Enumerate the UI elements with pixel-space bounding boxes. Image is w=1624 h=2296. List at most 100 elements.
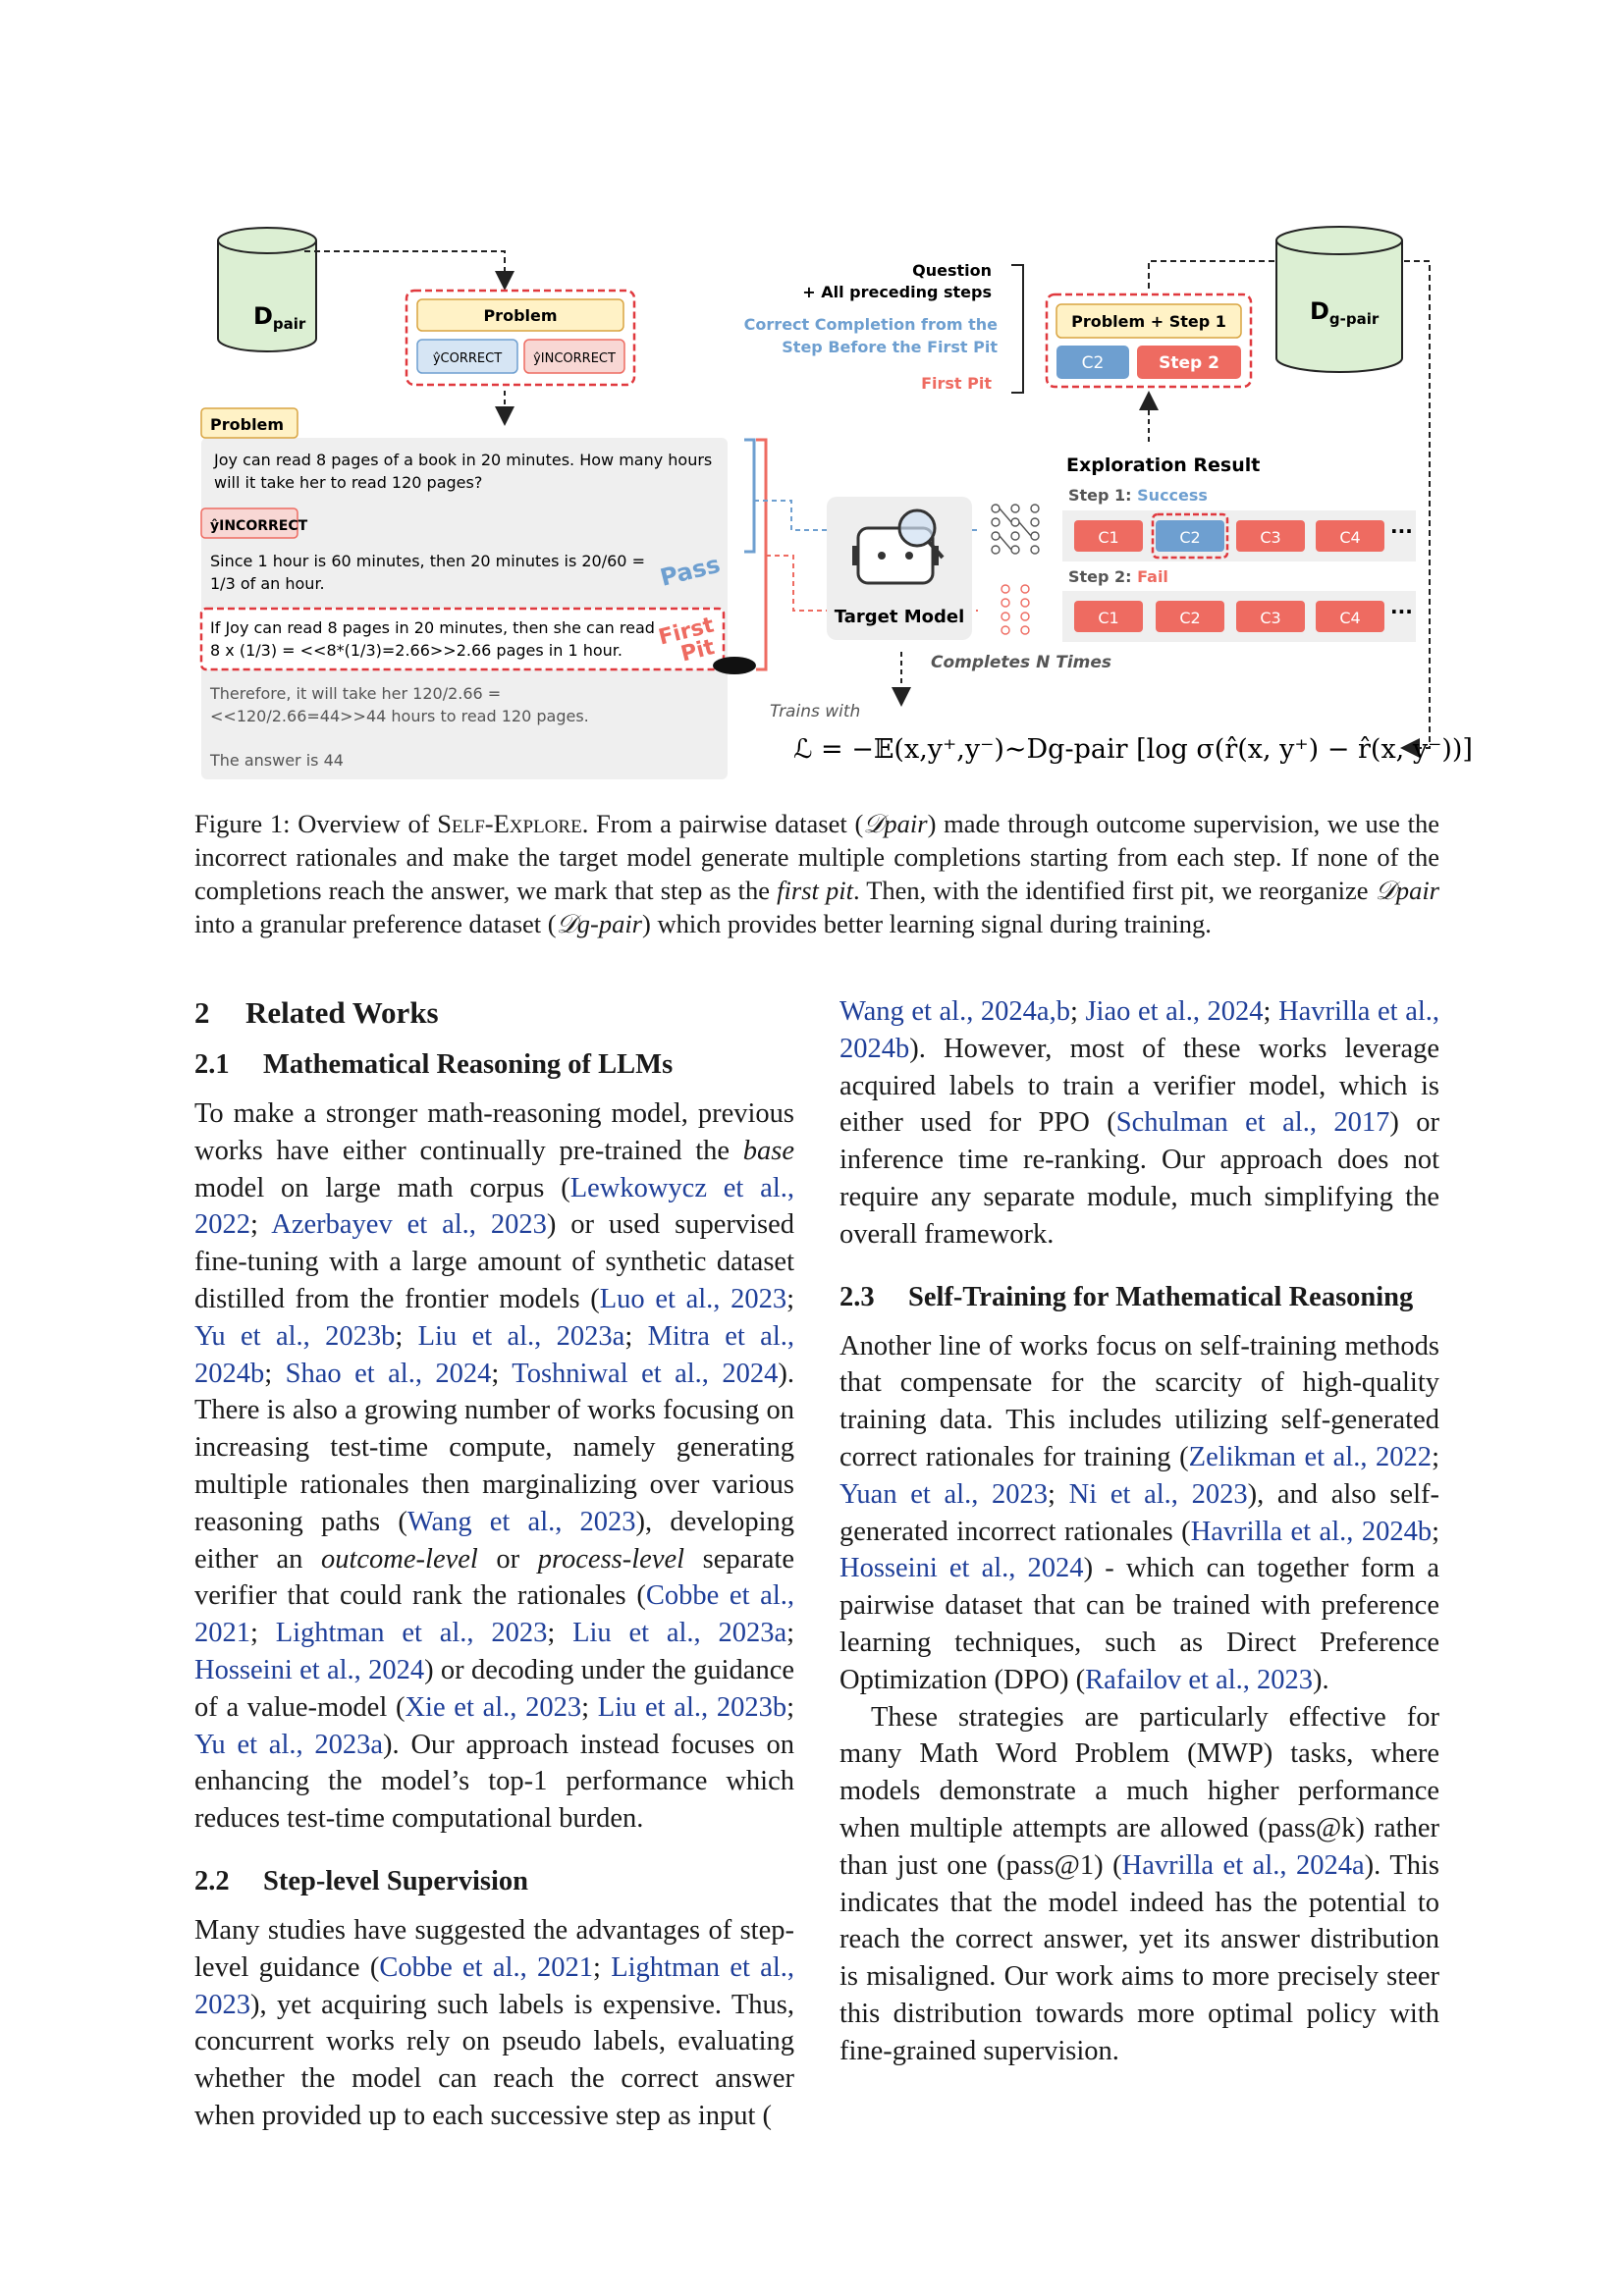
citation-link[interactable]: Cobbe et al., 2021 [379, 1951, 593, 1983]
citation-link[interactable]: Shao et al., 2024 [285, 1358, 492, 1389]
problem-step1-label: Problem + Step 1 [1071, 312, 1226, 331]
citation-link[interactable]: Zelikman et al., 2022 [1188, 1441, 1433, 1472]
y-incorrect-label: ŷINCORRECT [533, 351, 616, 366]
citation-link[interactable]: Liu et al., 2023b [597, 1691, 787, 1723]
granular-pair-box [1045, 293, 1253, 389]
paragraph-2-2-cont: Wang et al., 2024a,b; Jiao et al., 2024;… [839, 996, 1440, 1250]
citation-link[interactable]: Lewkowycz et al., 2022 [194, 1172, 794, 1241]
citation-link[interactable]: Hosseini et al., 2024 [839, 1553, 1084, 1584]
caption-dgpair: 𝒟g-pair [556, 909, 642, 938]
citation-link[interactable]: Yuan et al., 2023 [839, 1478, 1049, 1510]
svg-text:C3: C3 [1260, 609, 1280, 627]
caption-dpair: 𝒟pair [1375, 876, 1439, 905]
figure-caption: Figure 1: Overview of Self-Explore. From… [194, 807, 1439, 940]
y-correct-label: ŷCORRECT [433, 351, 502, 366]
db-to-problem-arrow [304, 250, 514, 291]
citation-link[interactable]: Cobbe et al., 2021 [194, 1580, 794, 1649]
first-pit-step-box [199, 607, 726, 671]
caption-text: ) made through outcome supervision, we u… [194, 809, 1439, 905]
context-preceding: + All preceding steps [802, 283, 992, 301]
citation-link[interactable]: Luo et al., 2023 [599, 1283, 787, 1314]
question-line-1: Joy can read 8 pages of a book in 20 min… [213, 451, 712, 469]
citation-link[interactable]: Rafailov et al., 2023 [1085, 1664, 1314, 1695]
paragraph-2-3-a: Another line of works focus on self-trai… [839, 1330, 1440, 1695]
citation-link[interactable]: Schulman et al., 2017 [1115, 1107, 1390, 1139]
citation-link[interactable]: Liu et al., 2023a [417, 1320, 625, 1352]
citation-link[interactable]: Toshniwal et al., 2024 [512, 1358, 779, 1389]
citation-link[interactable]: Lightman et al., 2023 [275, 1618, 548, 1649]
target-model-label: Target Model [835, 607, 965, 627]
paragraph-2-2: Many studies have suggested the advantag… [194, 1914, 794, 2131]
svg-text:C4: C4 [1339, 528, 1360, 547]
step2-line-1: If Joy can read 8 pages in 20 minutes, t… [210, 618, 655, 637]
dpair-label: Dpair [253, 302, 306, 333]
pit-hole-icon [713, 657, 756, 674]
svg-text:···: ··· [1390, 519, 1413, 543]
citation-link[interactable]: Hosseini et al., 2024 [194, 1654, 425, 1685]
citation-link[interactable]: Yu et al., 2023b [194, 1320, 396, 1352]
step3-line-2: <<120/2.66=44>>44 hours to read 120 page… [210, 707, 589, 725]
citation-link[interactable]: Xie et al., 2023 [405, 1691, 582, 1723]
dpair-database-icon: Dpair [217, 227, 317, 352]
trains-with-label: Trains with [770, 702, 860, 721]
c2-label: C2 [1082, 353, 1105, 373]
caption-text: into a granular preference dataset ( [194, 909, 557, 938]
problem-pair-box [405, 289, 636, 387]
exploration-title: Exploration Result [1066, 454, 1260, 476]
step1-line-2: 1/3 of an hour. [210, 574, 325, 593]
svg-text:C3: C3 [1260, 528, 1280, 547]
citation-link[interactable]: Lightman et al., 2023 [194, 1951, 794, 2020]
blue-bracket [744, 438, 756, 554]
citation-link[interactable]: Azerbayev et al., 2023 [271, 1209, 547, 1241]
question-line-2: will it take her to read 120 pages? [214, 473, 482, 492]
svg-text:···: ··· [1390, 600, 1413, 623]
svg-text:C4: C4 [1339, 609, 1360, 627]
citation-link[interactable]: Jiao et al., 2024 [1085, 996, 1264, 1027]
dgpair-label: Dg-pair [1310, 297, 1380, 328]
right-column: Wang et al., 2024a,b; Jiao et al., 2024;… [839, 993, 1439, 2070]
answer-line: The answer is 44 [209, 751, 344, 770]
step2-line-2: 8 x (1/3) = <<8*(1/3)=2.66>>2.66 pages i… [210, 641, 623, 660]
citation-link[interactable]: Havrilla et al., 2024a [1121, 1849, 1365, 1881]
context-correct-2: Step Before the First Pit [782, 338, 998, 356]
paragraph-2-3-b: These strategies are particularly effect… [839, 1701, 1439, 2066]
caption-text: . From a pairwise dataset ( [581, 809, 864, 838]
dgpair-database-icon: Dg-pair [1275, 226, 1403, 373]
network-icon-2 [1001, 584, 1030, 635]
completes-n-label: Completes N Times [931, 653, 1111, 672]
step2-completions: C1 C2 C3 C4 ··· [1074, 600, 1413, 632]
svg-text:C1: C1 [1098, 609, 1118, 627]
overview-figure: Dpair Problem ŷCORRECT ŷINCORRECT Proble… [199, 226, 1473, 779]
caption-first-pit: first pit [777, 876, 853, 905]
step2-label: Step 2 [1159, 353, 1219, 373]
step1-line-1: Since 1 hour is 60 minutes, then 20 minu… [210, 552, 645, 570]
citation-link[interactable]: Ni et al., 2023 [1068, 1478, 1248, 1510]
citation-link[interactable]: Mitra et al., 2024b [194, 1320, 794, 1389]
citation-link[interactable]: Yu et al., 2023a [194, 1729, 384, 1760]
caption-text: ) which provides better learning signal … [642, 909, 1212, 938]
panel-incorrect-tag: ŷINCORRECT [210, 518, 308, 534]
svg-text:C2: C2 [1179, 528, 1200, 547]
panel-problem-tag: Problem [210, 415, 284, 434]
svg-text:C1: C1 [1098, 528, 1118, 547]
step1-result-label: Step 1: Success [1068, 486, 1208, 505]
caption-prefix: Figure 1: Overview of [194, 809, 438, 838]
svg-text:C2: C2 [1179, 609, 1200, 627]
network-icon [991, 504, 1040, 555]
caption-dpair: 𝒟pair [863, 809, 928, 838]
loss-formula: ℒ = −𝔼(x,y⁺,y⁻)∼Dg-pair [log σ(r̂(x, y⁺)… [793, 734, 1473, 765]
red-bracket [756, 438, 768, 671]
citation-link[interactable]: Havrilla et al., 2024b [839, 996, 1440, 1064]
citation-link[interactable]: Wang et al., 2023 [406, 1506, 636, 1537]
citation-link[interactable]: Havrilla et al., 2024b [1190, 1516, 1433, 1547]
citation-link[interactable]: Liu et al., 2023a [572, 1618, 787, 1649]
citation-link[interactable]: Wang et al., 2024a,b [839, 996, 1070, 1027]
problem-label: Problem [483, 306, 557, 325]
context-question: Question [912, 261, 992, 280]
magnifier-icon [897, 508, 945, 560]
